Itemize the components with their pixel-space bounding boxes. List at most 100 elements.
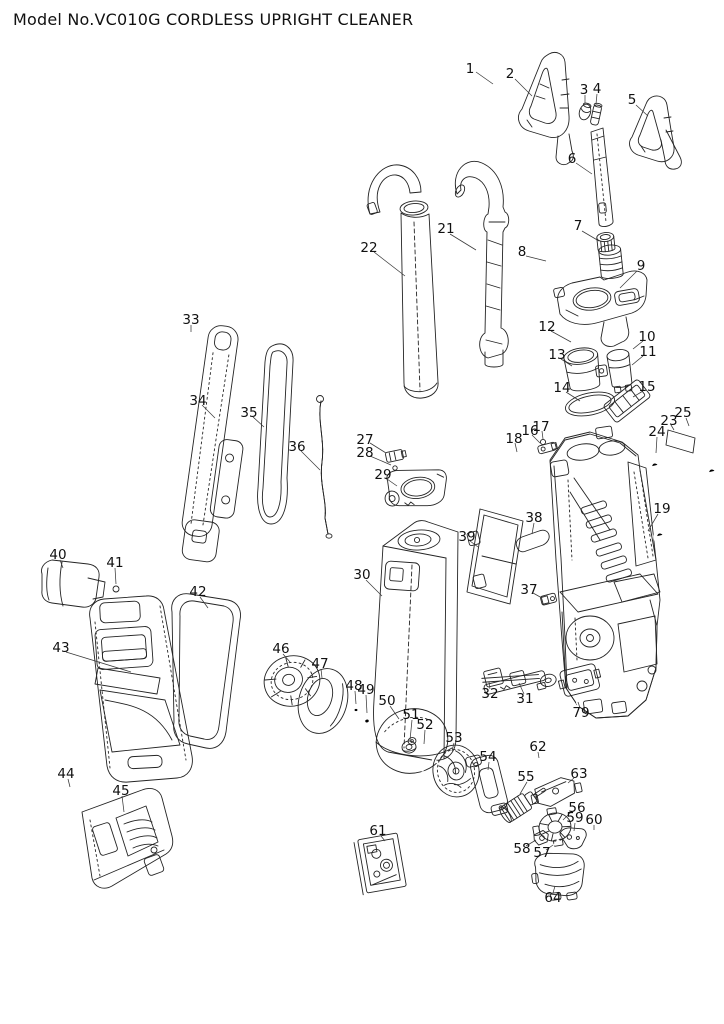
leader-line-28 (369, 455, 392, 466)
part-label-21: 21 (437, 221, 454, 237)
leader-line-30 (365, 579, 383, 597)
part-11-duct (606, 349, 633, 394)
part-label-7: 7 (574, 218, 583, 234)
part-13-hose-cuff (563, 347, 608, 392)
part-label-45: 45 (112, 783, 129, 799)
leader-line-79 (577, 701, 581, 709)
part-label-37: 37 (520, 582, 537, 598)
leader-line-51 (409, 719, 413, 741)
part-45-base-cover (81, 787, 174, 889)
part-label-28: 28 (356, 445, 373, 461)
part-label-23: 23 (660, 413, 677, 429)
leader-line-55 (519, 781, 528, 795)
part-61-pcb (353, 832, 407, 896)
part-label-38: 38 (525, 510, 542, 526)
part-27-latch (385, 449, 407, 463)
leader-line-19 (647, 513, 659, 532)
leader-line-45 (121, 795, 125, 813)
leader-line-1 (475, 71, 494, 85)
leader-line-48 (354, 690, 357, 705)
leader-line-63 (567, 777, 575, 784)
leader-line-25 (685, 417, 690, 427)
part-34-handle-joint (181, 325, 244, 563)
part-8-screw (546, 254, 556, 270)
part-17-grommet (539, 438, 547, 446)
leader-line-49 (365, 694, 368, 714)
part-label-11: 11 (639, 344, 656, 360)
leader-line-42 (199, 596, 209, 609)
leader-line-18 (514, 442, 518, 453)
part-36-rod (316, 395, 333, 539)
part-label-17: 17 (532, 419, 549, 435)
leader-line-11 (631, 355, 644, 366)
part-16-latch (537, 441, 558, 455)
part-56-fan-housing (532, 807, 572, 847)
leader-line-56 (562, 810, 573, 821)
part-label-62: 62 (529, 739, 546, 755)
leader-line-59 (573, 822, 576, 832)
part-label-39: 39 (458, 529, 475, 545)
part-24-hook (647, 449, 675, 477)
leader-line-43 (65, 651, 132, 673)
part-3-sleeve (578, 102, 592, 121)
leader-line-7 (581, 230, 600, 242)
part-label-48: 48 (345, 678, 362, 694)
leader-line-4 (595, 93, 598, 105)
leader-line-23 (670, 424, 675, 431)
leader-line-32 (488, 681, 491, 690)
leader-line-47 (320, 668, 323, 679)
part-42-gasket-frame (171, 593, 241, 749)
leader-line-2 (514, 78, 533, 97)
leader-line-21 (449, 233, 477, 251)
part-18-screw (514, 450, 522, 464)
part-4-pin (590, 102, 603, 126)
part-35-seal-loop (257, 343, 294, 525)
leader-line-62 (537, 751, 540, 759)
leader-line-29 (386, 478, 398, 487)
part-6-pipe (590, 127, 614, 228)
part-39-filter (466, 508, 524, 605)
leader-line-17 (541, 430, 544, 440)
part-label-22: 22 (360, 240, 377, 256)
leader-line-22 (373, 251, 406, 277)
part-label-35: 35 (240, 405, 257, 421)
leader-line-15 (632, 390, 644, 398)
part-label-79: 79 (572, 705, 589, 721)
part-40-cap-cover (41, 559, 106, 608)
part-label-19: 19 (653, 501, 670, 517)
part-label-50: 50 (378, 693, 395, 709)
leader-line-50 (389, 705, 400, 720)
part-2-handle (518, 51, 574, 166)
part-label-58: 58 (513, 841, 530, 857)
leader-line-40 (59, 559, 64, 569)
part-59-cover (559, 827, 587, 850)
part-32-screw (483, 670, 495, 683)
leader-line-46 (282, 653, 291, 663)
part-7-joint-cap (596, 232, 616, 253)
part-label-32: 32 (481, 686, 498, 702)
part-47-tire (297, 668, 349, 734)
leader-line-14 (565, 391, 581, 402)
part-label-2: 2 (506, 66, 515, 82)
edge-hardware (702, 453, 724, 483)
leader-line-57 (545, 844, 554, 851)
part-19-hook (652, 521, 684, 547)
part-41-pin (112, 585, 120, 593)
part-label-4: 4 (593, 81, 602, 97)
part-52-screw (419, 742, 430, 755)
part-label-6: 6 (568, 151, 577, 167)
leader-line-6 (575, 162, 593, 175)
leader-line-36 (300, 450, 321, 471)
part-label-10: 10 (638, 329, 655, 345)
leader-line-37 (532, 592, 543, 599)
part-label-46: 46 (272, 641, 289, 657)
part-31-lever-assembly (481, 667, 557, 695)
part-23-label-plate (665, 429, 696, 454)
part-37-clip (540, 592, 557, 606)
part-label-63: 63 (570, 766, 587, 782)
part-64-bottom-housing (531, 852, 585, 901)
part-label-44: 44 (57, 766, 74, 782)
